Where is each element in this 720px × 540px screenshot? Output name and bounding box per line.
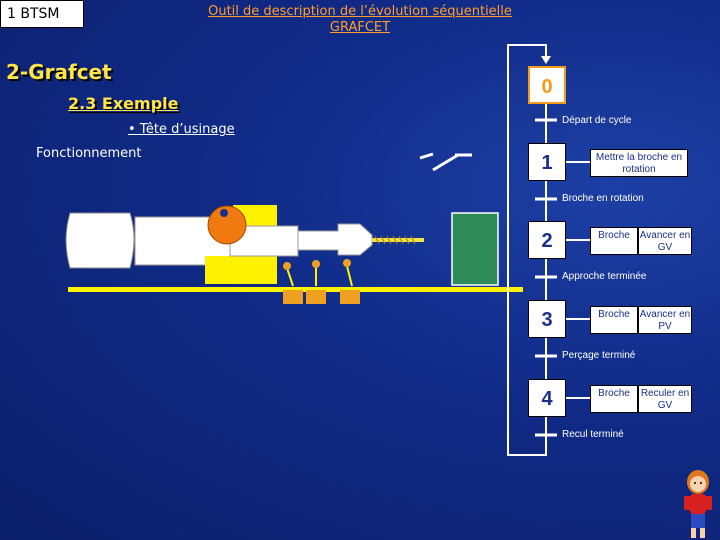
subheading: Fonctionnement bbox=[36, 146, 142, 161]
action-step-3-target: Broche bbox=[590, 306, 638, 334]
section-heading: 2.3 Exemple bbox=[68, 94, 179, 113]
action-step-4-command: Reculer en GV bbox=[638, 385, 692, 413]
action-step-1: Mettre la broche en rotation bbox=[590, 149, 688, 177]
action-step-2-target: Broche bbox=[590, 227, 638, 255]
step-1: 1 bbox=[528, 143, 566, 181]
step-3: 3 bbox=[528, 300, 566, 338]
machine-rail bbox=[68, 287, 523, 292]
spindle-rotor bbox=[207, 205, 247, 245]
limit-switch-middle bbox=[306, 260, 326, 304]
action-step-4-target: Broche bbox=[590, 385, 638, 413]
spindle-nose bbox=[297, 223, 373, 256]
class-badge: 1 BTSM bbox=[0, 0, 84, 28]
transition-label-3: Perçage terminé bbox=[562, 350, 636, 361]
head-block-bottom bbox=[205, 256, 277, 284]
step-0: 0 bbox=[528, 66, 566, 104]
transition-label-4: Recul terminé bbox=[562, 429, 624, 440]
subtitle-line-1: Outil de description de l’évolution séqu… bbox=[208, 4, 512, 19]
action-step-2-command: Avancer en GV bbox=[638, 227, 692, 255]
grafcet-loop bbox=[507, 44, 547, 456]
page-title: 2-Grafcet bbox=[6, 60, 112, 84]
loop-arrow-icon bbox=[541, 56, 551, 64]
limit-switch-left bbox=[283, 262, 303, 304]
transition-label-1: Broche en rotation bbox=[562, 193, 644, 204]
motor-body bbox=[65, 212, 135, 269]
cartoon-girl-icon bbox=[684, 470, 712, 538]
bullet-item: • Tête d’usinage bbox=[128, 122, 235, 137]
start-switch-icon bbox=[419, 152, 472, 172]
work-piece bbox=[451, 212, 499, 286]
limit-switch-right bbox=[340, 259, 360, 304]
subtitle-line-2: GRAFCET bbox=[329, 20, 391, 35]
action-step-3-command: Avancer en PV bbox=[638, 306, 692, 334]
step-2: 2 bbox=[528, 221, 566, 259]
transition-label-0: Départ de cycle bbox=[562, 115, 632, 126]
page-subtitle: Outil de description de l’évolution séqu… bbox=[150, 4, 570, 36]
drill-bit bbox=[372, 238, 424, 242]
transition-label-2: Approche terminée bbox=[562, 271, 647, 282]
step-4: 4 bbox=[528, 379, 566, 417]
